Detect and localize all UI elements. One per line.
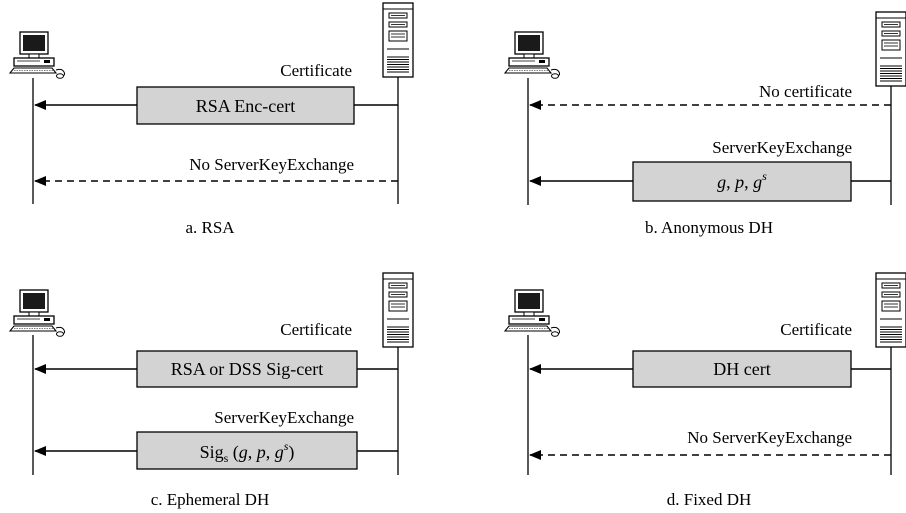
server-key-exchange-label: ServerKeyExchange: [712, 138, 852, 157]
server-tower-icon: [875, 272, 906, 348]
certificate-label: Certificate: [280, 320, 352, 339]
client-computer-icon: [504, 289, 561, 337]
panel-a-rsa: Certificate RSA Enc-cert No ServerKeyExc…: [9, 2, 414, 237]
client-computer-icon: [9, 31, 66, 79]
panel-d-fixed-dh: Certificate DH cert No ServerKeyExchange…: [504, 272, 906, 509]
server-tower-icon: [875, 11, 906, 87]
certificate-label: Certificate: [780, 320, 852, 339]
certificate-box: [136, 86, 355, 125]
certificate-box: [136, 350, 358, 388]
server-key-exchange-label: ServerKeyExchange: [214, 408, 354, 427]
server-key-exchange-box: [632, 161, 852, 202]
certificate-box-text: RSA Enc-cert: [196, 96, 295, 116]
panel-b-anonymous-dh: No certificate ServerKeyExchange g, p, g…: [504, 11, 906, 237]
no-server-key-exchange-label: No ServerKeyExchange: [189, 155, 354, 174]
client-computer-icon: [9, 289, 66, 337]
panel-caption: d. Fixed DH: [667, 490, 752, 509]
panel-c-ephemeral-dh: Certificate RSA or DSS Sig-cert ServerKe…: [9, 272, 414, 509]
panel-caption: b. Anonymous DH: [645, 218, 773, 237]
certificate-box-text: RSA or DSS Sig-cert: [171, 359, 324, 379]
certificate-label: Certificate: [280, 61, 352, 80]
server-key-exchange-box: [136, 431, 358, 470]
client-computer-icon: [504, 31, 561, 79]
server-tower-icon: [382, 2, 414, 78]
certificate-box-text: DH cert: [713, 359, 770, 379]
server-key-exchange-box-text: Sigs (g, p, gs): [200, 439, 295, 465]
panel-caption: a. RSA: [185, 218, 235, 237]
no-certificate-label: No certificate: [759, 82, 852, 101]
no-server-key-exchange-label: No ServerKeyExchange: [687, 428, 852, 447]
panel-caption: c. Ephemeral DH: [151, 490, 269, 509]
certificate-box: [632, 350, 852, 388]
server-tower-icon: [382, 272, 414, 348]
server-key-exchange-box-text: g, p, gs: [717, 169, 767, 192]
